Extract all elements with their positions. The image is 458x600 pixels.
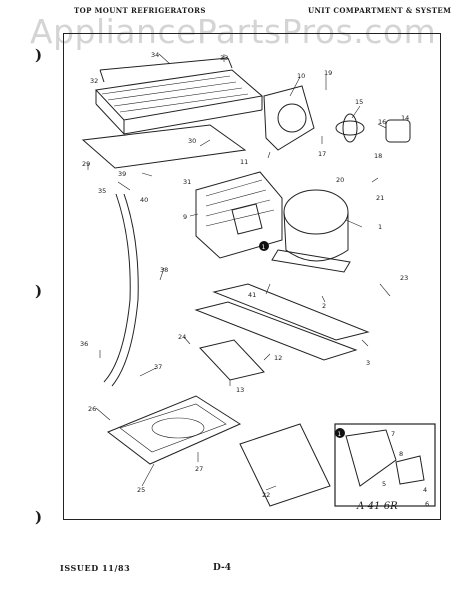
binder-mark-bottom: ) bbox=[35, 508, 43, 526]
callout-32: 32 bbox=[90, 77, 98, 85]
callout-15: 15 bbox=[355, 98, 363, 106]
callout-36: 36 bbox=[80, 340, 88, 348]
callout-18: 18 bbox=[374, 152, 382, 160]
callout-29: 29 bbox=[82, 160, 90, 168]
callout-34: 34 bbox=[151, 51, 159, 59]
inset-marker-number: 1 bbox=[262, 244, 266, 251]
callout-33: 33 bbox=[220, 54, 228, 62]
fan-shroud-part bbox=[263, 85, 315, 151]
callout-41: 41 bbox=[248, 291, 256, 299]
callout-19: 19 bbox=[324, 69, 332, 77]
callout-10: 10 bbox=[297, 72, 305, 80]
callout-37: 37 bbox=[154, 363, 162, 371]
callout-20: 20 bbox=[336, 176, 344, 184]
watermark: AppliancePartsPros.com bbox=[30, 12, 437, 51]
callout-11: 11 bbox=[240, 158, 248, 166]
binder-mark-top: ) bbox=[35, 46, 43, 64]
header-right: UNIT COMPARTMENT & SYSTEM bbox=[308, 6, 452, 15]
inset-marker-dot bbox=[259, 241, 269, 251]
callout-8: 8 bbox=[399, 450, 403, 458]
callout-9: 9 bbox=[183, 213, 187, 221]
evaporator-part bbox=[195, 171, 283, 259]
diagram-frame bbox=[63, 33, 441, 520]
callout-24: 24 bbox=[178, 333, 186, 341]
fan-blade-part bbox=[335, 113, 365, 143]
callout-25: 25 bbox=[137, 486, 145, 494]
callout-3: 3 bbox=[366, 359, 370, 367]
base-rail-part bbox=[194, 283, 370, 361]
callout-14: 14 bbox=[401, 114, 409, 122]
callout-21: 21 bbox=[376, 194, 384, 202]
callout-17: 17 bbox=[318, 150, 326, 158]
footer-page: D-4 bbox=[213, 563, 231, 573]
footer-issued: ISSUED 11/83 bbox=[60, 563, 131, 573]
callout-35: 35 bbox=[98, 187, 106, 195]
drain-tray-part bbox=[81, 124, 247, 169]
callout-7: 7 bbox=[391, 430, 395, 438]
fan-motor-part bbox=[385, 119, 411, 143]
callout-4: 4 bbox=[423, 486, 427, 494]
drawing-note: A-41-6R bbox=[357, 501, 398, 512]
callout-13: 13 bbox=[236, 386, 244, 394]
condenser-coil-part bbox=[94, 57, 264, 135]
header-left: TOP MOUNT REFRIGERATORS bbox=[74, 6, 206, 15]
callout-39: 39 bbox=[118, 170, 126, 178]
panel-part bbox=[199, 339, 265, 381]
callout-31: 31 bbox=[183, 178, 191, 186]
cover-panel-part bbox=[239, 423, 331, 507]
callout-23: 23 bbox=[400, 274, 408, 282]
callout-16: 16 bbox=[378, 118, 386, 126]
callout-27: 27 bbox=[195, 465, 203, 473]
callout-38: 38 bbox=[160, 266, 168, 274]
callout-26: 26 bbox=[88, 405, 96, 413]
callout-6: 6 bbox=[425, 500, 429, 508]
compressor-part bbox=[271, 189, 351, 273]
callout-12: 12 bbox=[274, 354, 282, 362]
callout-1: 1 bbox=[378, 223, 382, 231]
tubing-part bbox=[103, 193, 131, 383]
inset-box bbox=[334, 423, 436, 507]
callout-22: 22 bbox=[262, 491, 270, 499]
callout-30: 30 bbox=[188, 137, 196, 145]
inset-marker-number-box: 1 bbox=[338, 431, 342, 438]
callout-40: 40 bbox=[140, 196, 148, 204]
binder-mark-middle: ) bbox=[35, 282, 43, 300]
inset-marker-dot-box bbox=[335, 428, 345, 438]
callout-5: 5 bbox=[382, 480, 386, 488]
drain-pan-part bbox=[107, 395, 242, 465]
callout-2: 2 bbox=[322, 302, 326, 310]
